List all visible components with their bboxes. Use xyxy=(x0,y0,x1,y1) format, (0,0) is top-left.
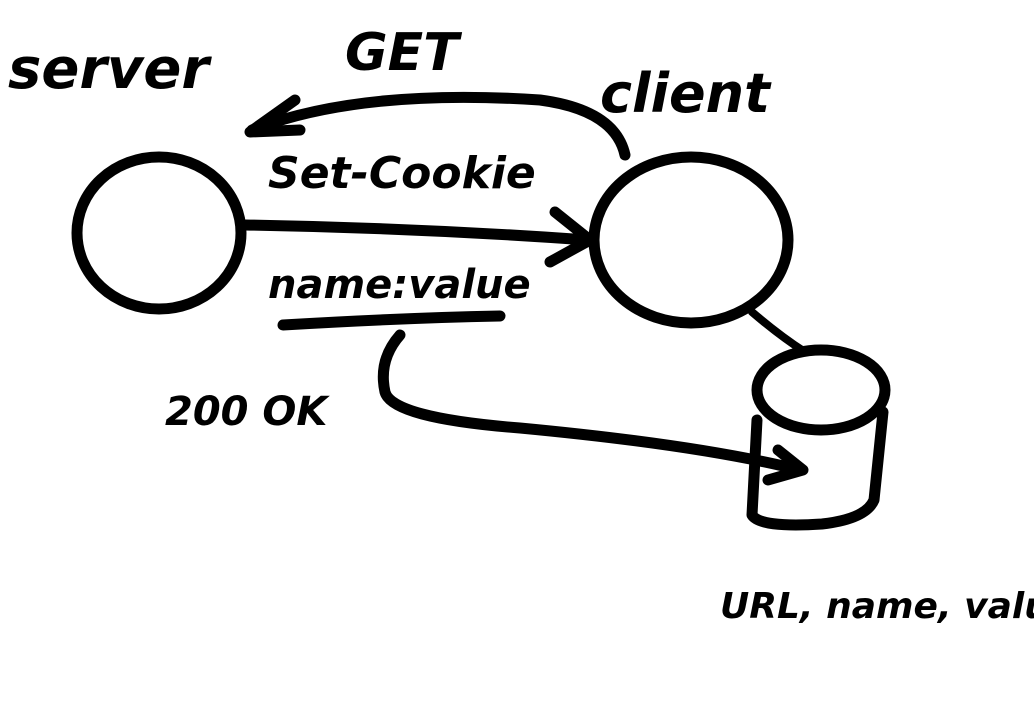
client-storage-link xyxy=(748,308,809,356)
set-cookie-label: Set-Cookie xyxy=(268,148,536,199)
set-cookie-response-arrow xyxy=(239,206,596,268)
ok-status-label: 200 OK xyxy=(165,389,330,435)
server-label: server xyxy=(8,37,212,102)
name-value-underline xyxy=(277,310,506,331)
server-node xyxy=(71,151,247,315)
get-label: GET xyxy=(345,23,462,83)
store-cookie-arrow xyxy=(377,329,809,486)
client-label: client xyxy=(600,62,772,125)
name-value-label: name:value xyxy=(268,262,531,308)
client-node xyxy=(588,151,794,329)
get-request-arrow xyxy=(244,91,631,161)
storage-fields-label: URL, name, value xyxy=(720,586,1034,627)
cookie-storage-cylinder xyxy=(746,344,891,531)
